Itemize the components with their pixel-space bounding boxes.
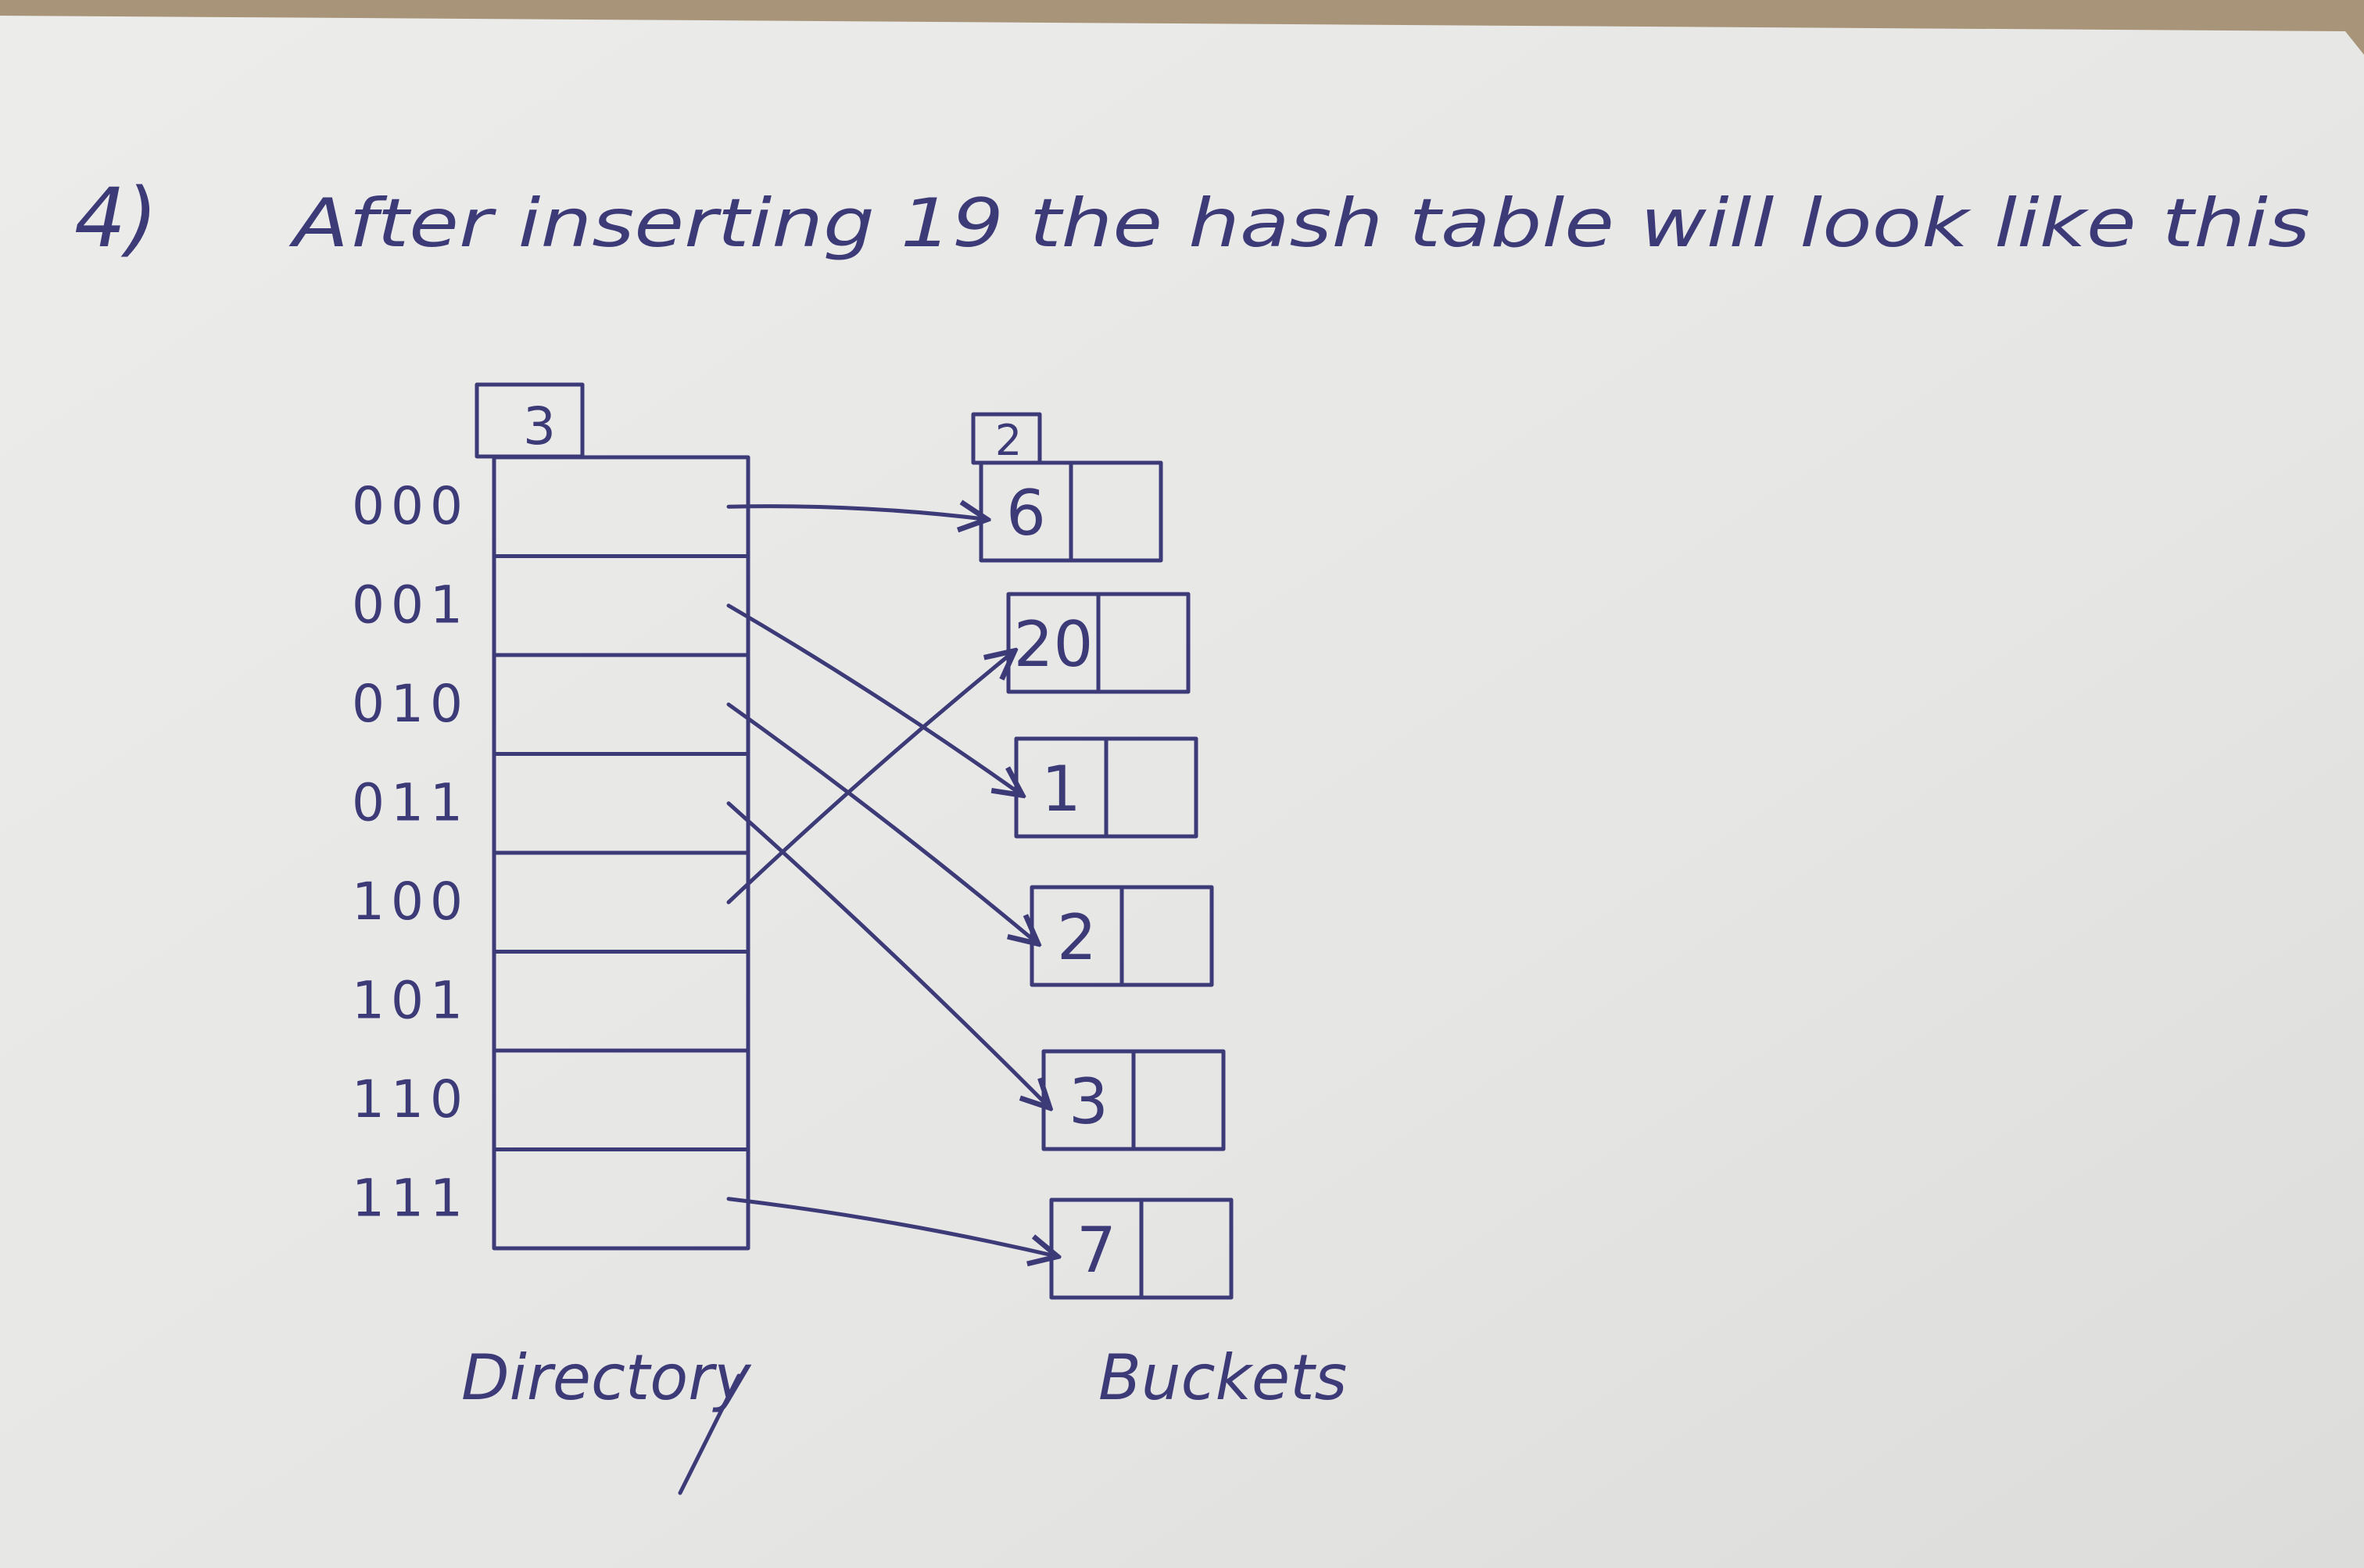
pointer-arrows	[726, 507, 1058, 1257]
bucket-key: 3	[1069, 1065, 1109, 1138]
directory-index-label: 000	[352, 476, 469, 536]
bucket: 3	[1041, 1049, 1226, 1151]
bucket-empty-cell	[1131, 1049, 1226, 1151]
bucket-empty-cell	[1069, 460, 1163, 563]
bucket-empty-cell	[1119, 885, 1214, 987]
local-depth-value: 2	[995, 416, 1022, 465]
bucket-empty-cell	[1139, 1197, 1234, 1300]
bucket-key: 1	[1041, 753, 1081, 825]
heading-text: After inserting 19 the hash table will l…	[288, 184, 2310, 263]
directory-index-label: 001	[352, 575, 469, 635]
directory-index-label: 100	[352, 872, 469, 932]
bucket: 7	[1049, 1197, 1234, 1300]
pointer-arrow	[726, 603, 1023, 796]
directory-index-label: 011	[352, 773, 469, 833]
heading: 4) After inserting 19 the hash table wil…	[74, 170, 2310, 266]
directory-label: Directory	[461, 1341, 752, 1414]
directory-index-label: 010	[352, 674, 469, 734]
pointer-arrow	[726, 702, 1038, 943]
bucket: 20	[1006, 592, 1191, 694]
pointer-arrow	[726, 1197, 1058, 1257]
pointer-arrow	[726, 801, 1050, 1108]
bucket-key: 7	[1076, 1214, 1116, 1287]
global-depth-value: 3	[523, 396, 556, 456]
pointer-arrow	[726, 651, 1015, 904]
bucket-key: 2	[1057, 901, 1097, 974]
directory-index-label: 101	[352, 971, 469, 1031]
directory-index-label: 111	[352, 1169, 469, 1229]
bucket-key: 6	[1006, 477, 1046, 550]
bucket-empty-cell	[1104, 736, 1198, 839]
bucket-empty-cell	[1096, 592, 1191, 694]
buckets-label: Buckets	[1098, 1341, 1347, 1414]
directory-index-label: 110	[352, 1069, 469, 1129]
paper-sheet	[0, 16, 2364, 1568]
pointer-arrow	[726, 507, 987, 520]
bucket-key: 20	[1014, 608, 1094, 681]
directory: 3 000 001 010 011 100 101 110 111 Directory	[352, 382, 752, 1495]
directory-label-tail	[678, 1373, 741, 1495]
heading-number: 4)	[74, 170, 158, 266]
